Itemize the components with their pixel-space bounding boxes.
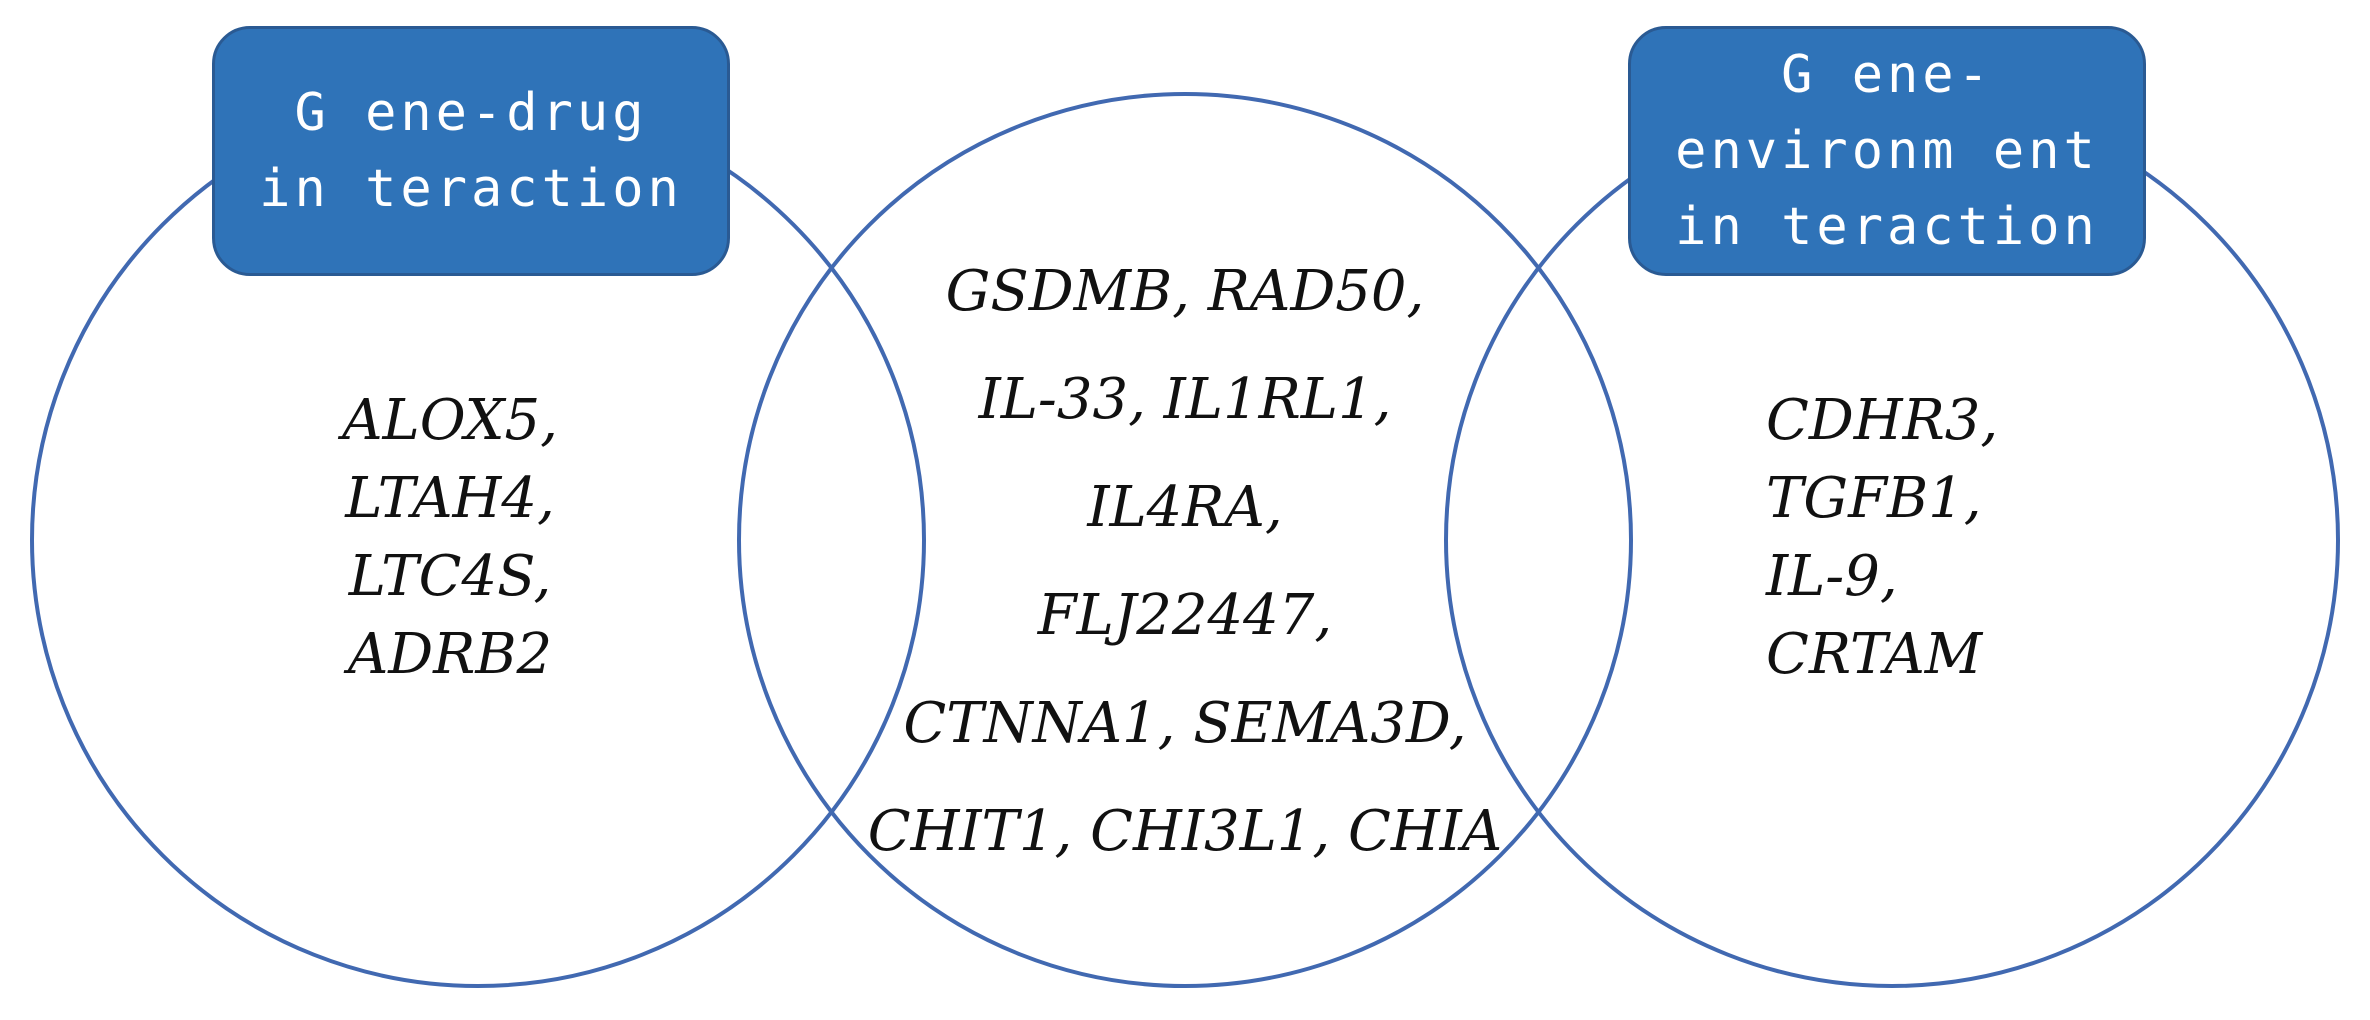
- gene-drug-label-line-2: in teraction: [259, 159, 683, 219]
- gene-item: CRTAM: [1766, 622, 1983, 687]
- gene-item: LTC4S,: [348, 544, 552, 609]
- gene-environment-label-line-3: in teraction: [1675, 197, 2099, 257]
- gene-item: GSDMB, RAD50,: [945, 259, 1425, 324]
- gene-environment-label-line-1: G ene-: [1781, 45, 1993, 105]
- gene-item: LTAH4,: [345, 466, 555, 531]
- gene-item: ADRB2: [347, 622, 553, 687]
- shared-gene-list: GSDMB, RAD50, IL-33, IL1RL1, IL4RA, FLJ2…: [840, 238, 1530, 886]
- gene-drug-label-line-1: G ene-drug: [294, 83, 648, 143]
- gene-environment-interaction-label: G ene- environm ent in teraction: [1628, 26, 2146, 276]
- circle-center: [737, 92, 1633, 988]
- gene-item: FLJ22447,: [1037, 583, 1333, 648]
- gene-drug-interaction-label: G ene-drug in teraction: [212, 26, 730, 276]
- gene-item: CDHR3,: [1766, 388, 1999, 453]
- gene-item: IL-9,: [1766, 544, 1898, 609]
- gene-environment-label-line-2: environm ent: [1675, 121, 2099, 181]
- gene-item: ALOX5,: [342, 388, 558, 453]
- gene-item: IL4RA,: [1087, 475, 1283, 540]
- gene-item: CTNNA1, SEMA3D,: [903, 691, 1467, 756]
- gene-item: CHIT1, CHI3L1, CHIA: [867, 799, 1503, 864]
- gene-environment-gene-list: CDHR3, TGFB1, IL-9, CRTAM: [1766, 382, 2096, 694]
- gene-item: IL-33, IL1RL1,: [978, 367, 1392, 432]
- gene-item: TGFB1,: [1766, 466, 1982, 531]
- gene-drug-gene-list: ALOX5, LTAH4, LTC4S, ADRB2: [290, 382, 610, 694]
